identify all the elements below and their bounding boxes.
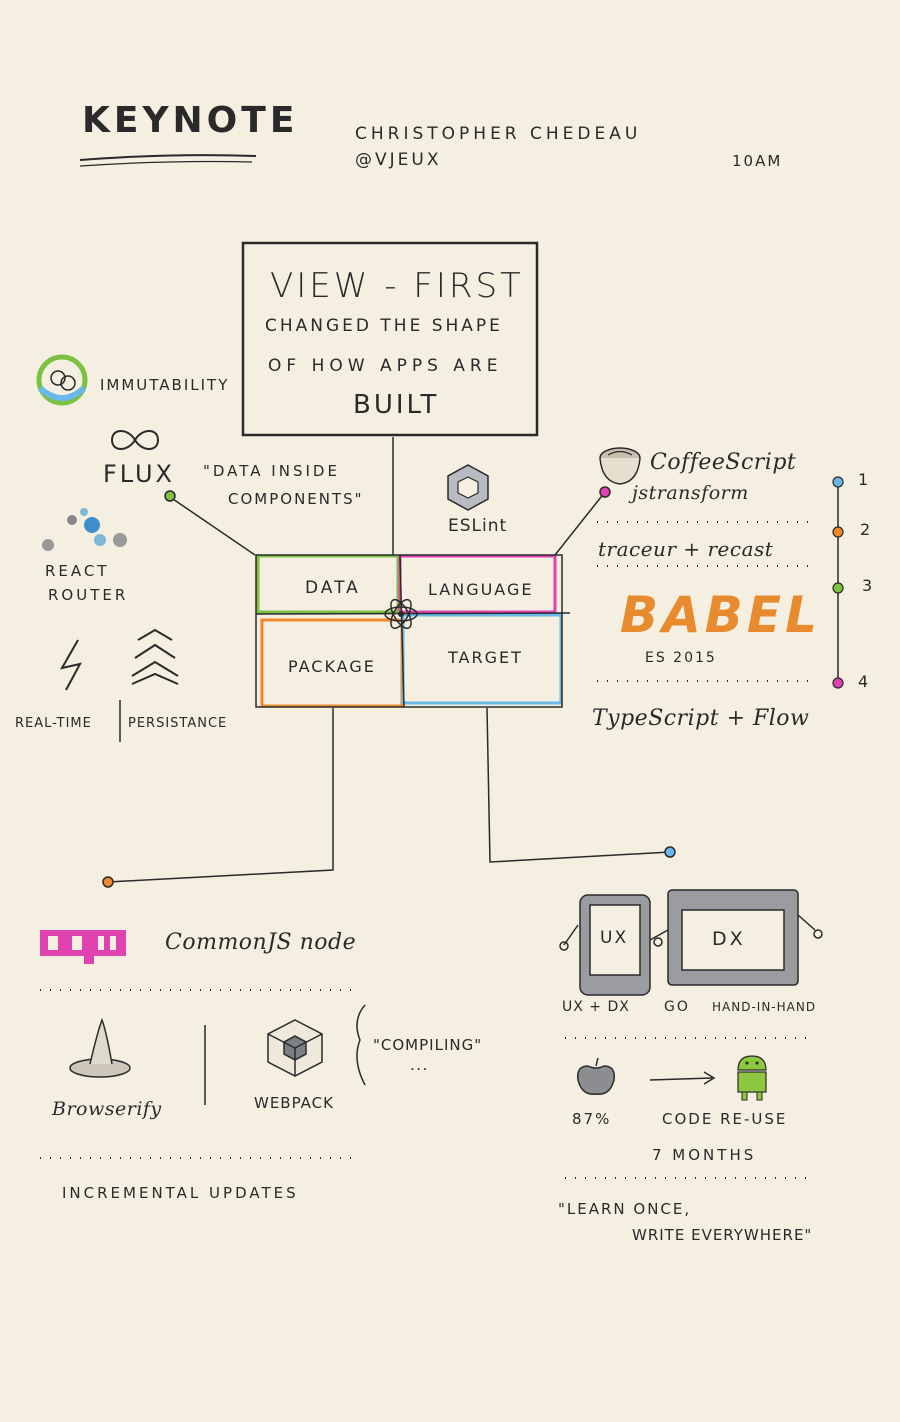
title-underline — [79, 154, 257, 161]
traceur-label: traceur + recast — [598, 537, 774, 561]
quadrant-data-label: DATA — [305, 578, 361, 598]
quadrant-grid — [255, 554, 571, 708]
quadrant-target-label: TARGET — [448, 648, 523, 667]
browserify-label: Browserify — [52, 1098, 162, 1120]
quadrant-package-label: PACKAGE — [288, 657, 376, 676]
eslint-label: ESLint — [448, 516, 508, 536]
page-title: KEYNOTE — [82, 100, 299, 141]
code-reuse-label: CODE RE-USE — [662, 1110, 788, 1128]
timeline-label-1: 1 — [858, 470, 870, 489]
persistance-label: PERSISTANCE — [128, 716, 228, 731]
quadrant-language-label: LANGUAGE — [428, 580, 534, 599]
babel-label: BABEL — [620, 586, 821, 644]
go-label: GO — [664, 999, 690, 1015]
jstransform-label: jstransform — [632, 482, 749, 504]
headline-line1: VIEW - FIRST — [270, 266, 524, 306]
write-everywhere-quote: WRITE EVERYWHERE" — [632, 1226, 813, 1244]
persistance-icon — [131, 628, 179, 685]
dx-device — [667, 889, 823, 986]
speaker-handle: @VJEUX — [355, 150, 442, 170]
talk-time: 10AM — [732, 152, 783, 170]
commonjs-label: CommonJS node — [165, 930, 357, 955]
coffeescript-label: CoffeeScript — [650, 450, 797, 475]
compiling-ellipsis: ... — [410, 1056, 429, 1074]
dx-label: DX — [712, 928, 746, 950]
data-quote-line1: "DATA INSIDE — [203, 462, 340, 480]
percent-label: 87% — [572, 1110, 612, 1128]
ux-device — [559, 894, 651, 996]
react-router-label-1: REACT — [45, 562, 110, 580]
timeline — [832, 476, 844, 689]
es2015-label: ES 2015 — [645, 650, 717, 666]
speaker-name: CHRISTOPHER CHEDEAU — [355, 124, 642, 144]
compiling-label: "COMPILING" — [373, 1036, 483, 1054]
webpack-icon — [267, 1019, 323, 1077]
months-label: 7 MONTHS — [652, 1146, 757, 1164]
lightning-icon — [60, 639, 82, 691]
arrow-icon — [649, 1071, 716, 1085]
coffee-icon — [599, 447, 641, 485]
eslint-icon — [447, 464, 489, 511]
incremental-label: INCREMENTAL UPDATES — [62, 1184, 299, 1202]
typescript-label: TypeScript + Flow — [592, 706, 810, 731]
webpack-label: WEBPACK — [254, 1094, 334, 1112]
ux-dx-label: UX + DX — [562, 999, 630, 1015]
headline-line3: OF HOW APPS ARE — [268, 356, 503, 376]
timeline-label-3: 3 — [862, 576, 874, 595]
flux-label: FLUX — [103, 460, 175, 488]
npm-text: npm — [58, 935, 65, 936]
immutability-label: IMMUTABILITY — [100, 376, 230, 394]
headline-line4: BUILT — [353, 390, 440, 420]
realtime-label: REAL-TIME — [15, 716, 92, 731]
react-atom-icon — [384, 598, 418, 630]
data-quote-line2: COMPONENTS" — [228, 490, 364, 508]
react-router-label-2: ROUTER — [48, 586, 129, 604]
flux-icon — [110, 430, 160, 450]
learn-once-quote: "LEARN ONCE, — [558, 1200, 692, 1218]
headline-box — [241, 241, 539, 437]
android-icon — [737, 1055, 767, 1101]
timeline-label-4: 4 — [858, 672, 870, 691]
ux-label: UX — [600, 928, 629, 948]
browserify-icon — [69, 1017, 131, 1078]
apple-icon — [576, 1057, 616, 1095]
hand-in-hand-label: HAND-IN-HAND — [712, 1000, 817, 1014]
npm-logo — [40, 930, 126, 964]
headline-line2: CHANGED THE SHAPE — [265, 316, 503, 336]
immutability-icon — [36, 354, 88, 406]
timeline-label-2: 2 — [860, 520, 872, 539]
react-router-icon — [42, 508, 127, 551]
